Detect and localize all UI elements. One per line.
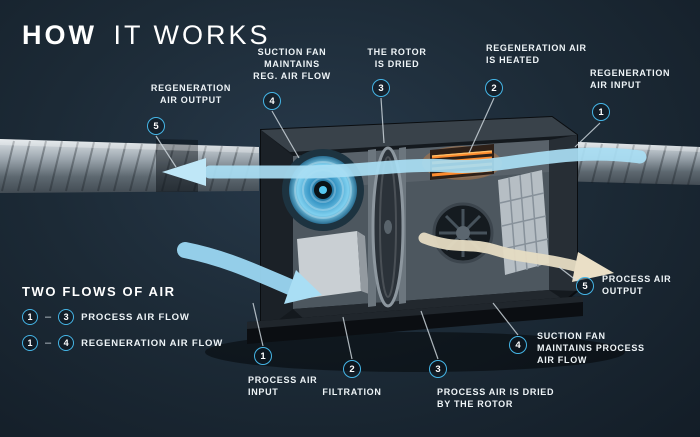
process-air-output-arrow [418, 232, 614, 282]
title-bold: HOW [22, 20, 97, 50]
title-rest: IT WORKS [113, 20, 271, 50]
process-air-input-arrow [177, 242, 322, 304]
callout-circle-3-rotor-dried: 3 [372, 79, 390, 97]
callout-circle-1-process-input: 1 [254, 347, 272, 365]
legend-label-process-air-flow: PROCESS AIR FLOW [81, 311, 190, 323]
callout-circle-3-process-dried: 3 [429, 360, 447, 378]
callout-label-regeneration-air-output: REGENERATION AIR OUTPUT [150, 83, 232, 106]
suction-fan [282, 149, 364, 231]
callout-circle-2-filtration: 2 [343, 360, 361, 378]
regeneration-airflow-arrow [162, 147, 647, 186]
callout-circle-5-regen-output: 5 [147, 117, 165, 135]
legend-circle-1b: 1 [22, 335, 38, 351]
legend-range-dash: – [45, 311, 52, 323]
leader-lines [155, 97, 601, 360]
callout-label-process-air-dried: PROCESS AIR IS DRIED BY THE ROTOR [437, 387, 555, 410]
fan-motor-box [297, 231, 369, 299]
callout-label-rotor-dried: THE ROTOR IS DRIED [367, 47, 427, 70]
legend-circle-3: 3 [58, 309, 75, 325]
callout-circle-2-regen-heated: 2 [485, 79, 503, 97]
base-plinth [247, 296, 583, 344]
callout-circle-5-process-output: 5 [576, 277, 594, 295]
legend-row-regeneration-air-flow: 1 – 4 REGENERATION AIR FLOW [22, 335, 223, 351]
callout-label-process-air-input: PROCESS AIR INPUT [248, 375, 318, 398]
legend-circle-4: 4 [58, 335, 75, 351]
callout-label-suction-fan-process: SUCTION FAN MAINTAINS PROCESS AIR FLOW [537, 331, 645, 366]
rotor [368, 146, 406, 308]
legend: TWO FLOWS OF AIR 1 – 3 PROCESS AIR FLOW … [22, 284, 223, 351]
callout-label-regen-air-input: REGENERATION AIR INPUT [590, 68, 671, 91]
callout-circle-1-regen-input: 1 [592, 103, 610, 121]
legend-range-dash-2: – [45, 337, 52, 349]
callout-label-regen-air-heated: REGENERATION AIR IS HEATED [486, 43, 587, 66]
callout-label-filtration: FILTRATION [322, 387, 382, 397]
legend-circle-1: 1 [22, 309, 38, 325]
callout-label-process-air-output: PROCESS AIR OUTPUT [602, 274, 672, 297]
legend-label-regeneration-air-flow: REGENERATION AIR FLOW [81, 337, 224, 349]
callout-label-suction-fan-reg: SUCTION FAN MAINTAINS REG. AIR FLOW [253, 47, 331, 82]
page-title: HOW IT WORKS [22, 20, 271, 51]
legend-row-process-air-flow: 1 – 3 PROCESS AIR FLOW [22, 309, 223, 325]
callout-circle-4-suction-fan-reg: 4 [263, 92, 281, 110]
process-fan [432, 202, 494, 264]
callout-circle-4-suction-fan-process: 4 [509, 336, 527, 354]
legend-title: TWO FLOWS OF AIR [22, 284, 176, 299]
